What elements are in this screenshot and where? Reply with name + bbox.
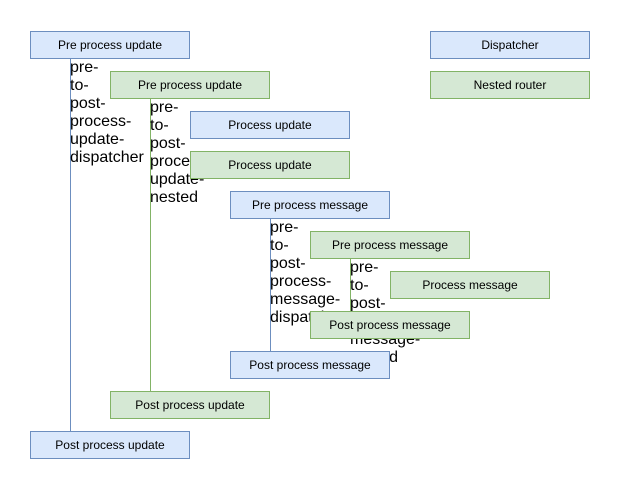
connector-pre-to-post-process-update-dispatcher: pre-to-post-process-update-dispatcher	[70, 59, 144, 431]
diagram-node-label: Pre process message	[331, 238, 449, 252]
diagram-node-label: Process update	[228, 118, 312, 132]
diagram-node-label: Process message	[422, 278, 518, 292]
node-post-process-update-dispatcher: Post process update	[30, 431, 190, 459]
node-process-update-nested: Process update	[190, 151, 350, 179]
node-pre-process-update-nested: Pre process update	[110, 71, 270, 99]
connector-pre-to-post-process-message-nested: pre-to-post-process-message-nested	[350, 259, 421, 366]
node-process-update-dispatcher: Process update	[190, 111, 350, 139]
diagram-node-label: Post process update	[55, 438, 165, 452]
node-dispatcher: Dispatcher	[430, 31, 590, 59]
diagram-node-label: Process update	[228, 158, 312, 172]
node-pre-process-message-dispatcher: Pre process message	[230, 191, 390, 219]
node-pre-process-update-dispatcher: Pre process update	[30, 31, 190, 59]
node-process-message: Process message	[390, 271, 550, 299]
diagram-node-label: Post process update	[135, 398, 245, 412]
diagram-node-label: Pre process update	[137, 78, 243, 92]
connector-pre-to-post-process-update-nested: pre-to-post-process-update-nested	[150, 99, 211, 391]
node-nested-router: Nested router	[430, 71, 590, 99]
diagram-node-label: Nested router	[473, 78, 547, 92]
diagram-node-label: Pre process update	[57, 38, 163, 52]
node-pre-process-message-nested: Pre process message	[310, 231, 470, 259]
diagram-node-label: Post process message	[249, 358, 371, 372]
connector-pre-to-post-process-message-dispatcher: pre-to-post-process-message-dispatcher	[270, 219, 344, 351]
node-post-process-update-nested: Post process update	[110, 391, 270, 419]
node-post-process-message-dispatcher: Post process message	[230, 351, 390, 379]
diagram-node-label: Post process message	[329, 318, 451, 332]
node-post-process-message-nested: Post process message	[310, 311, 470, 339]
diagram-node-label: Pre process message	[251, 198, 369, 212]
diagram-node-label: Dispatcher	[481, 38, 539, 52]
